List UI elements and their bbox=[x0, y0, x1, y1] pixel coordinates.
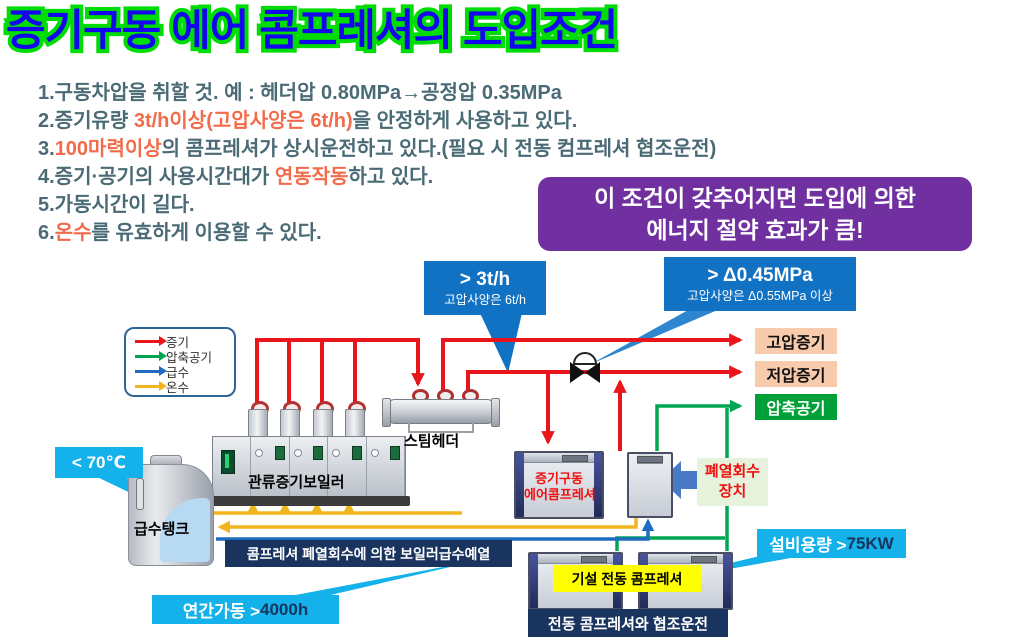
pressure-diff-callout: > Δ0.45MPa 고압사양은 Δ0.55MPa 이상 bbox=[664, 257, 856, 311]
steam-header-label: 스팀헤더 bbox=[404, 433, 460, 450]
condition-line: 4.증기·공기의 사용시간대가 연동작동하고 있다. bbox=[38, 163, 716, 191]
condition-highlight: 3t/h이상(고압사양은 6t/h) bbox=[133, 110, 353, 132]
boiler-control-cabinet bbox=[213, 437, 252, 498]
annual-operation-callout: 연간가동 > 4000h bbox=[152, 595, 339, 624]
condition-text: 을 안정하게 사용하고 있다. bbox=[352, 110, 578, 132]
heat-recovery-unit bbox=[627, 452, 673, 518]
condition-text: 하고 있다. bbox=[348, 166, 434, 188]
low-pressure-steam-label: 저압증기 bbox=[755, 361, 837, 387]
boiler-unit bbox=[251, 437, 290, 498]
tank-sight-glass bbox=[136, 478, 144, 510]
legend-row: 압축공기 bbox=[135, 349, 234, 365]
boiler-unit bbox=[290, 437, 329, 498]
page-title-text: 증기구동 에어 콤프레셔의 도입조건 bbox=[6, 7, 618, 55]
condition-line: 3.100마력이상의 콤프레셔가 상시운전하고 있다.(필요 시 전동 컴프레셔… bbox=[38, 135, 716, 163]
steam-compressor-label-2: 에어콤프레셔 bbox=[524, 487, 596, 502]
steam-pipes bbox=[255, 333, 743, 451]
condition-highlight: 온수 bbox=[54, 222, 92, 244]
legend-label: 온수 bbox=[166, 381, 190, 395]
condition-text: 1.구동차압을 취할 것. 예 : 헤더압 0.80MPa→공정압 0.35MP… bbox=[38, 82, 562, 104]
conditions-list: 1.구동차압을 취할 것. 예 : 헤더압 0.80MPa→공정압 0.35MP… bbox=[38, 79, 716, 247]
legend-row: 온수 bbox=[135, 379, 234, 395]
legend-label: 급수 bbox=[166, 366, 190, 380]
steam-header bbox=[382, 398, 500, 427]
steam-flow-value: > 3t/h bbox=[459, 269, 511, 290]
benefit-line-2: 에너지 절약 효과가 큼! bbox=[646, 217, 864, 243]
condition-text: 4.증기·공기의 사용시간대가 bbox=[38, 166, 275, 188]
heat-recovery-arrow bbox=[661, 461, 697, 499]
condition-text: 6. bbox=[38, 222, 55, 244]
feed-water-pipes bbox=[216, 518, 655, 541]
boiler-label: 관류증기보일러 bbox=[248, 474, 345, 491]
pressure-diff-note: 고압사양은 Δ0.55MPa 이상 bbox=[687, 289, 833, 303]
coop-operation-caption: 전동 콤프레셔와 협조운전 bbox=[528, 609, 728, 637]
condition-text: 를 유효하게 이용할 수 있다. bbox=[91, 222, 322, 244]
steam-compressor-label-1: 증기구동 bbox=[535, 471, 583, 486]
steam-flow-note: 고압사양은 6t/h bbox=[444, 293, 526, 307]
benefit-line-1: 이 조건이 갖추어지면 도입에 의한 bbox=[594, 185, 916, 211]
boiler-base bbox=[206, 496, 410, 506]
legend-label: 증기 bbox=[166, 336, 190, 350]
water-temp-callout: < 70℃ bbox=[55, 447, 143, 478]
pressure-diff-value: > Δ0.45MPa bbox=[707, 265, 813, 286]
legend-arrow-icon bbox=[135, 366, 167, 376]
boiler-unit bbox=[367, 437, 406, 498]
heat-recovery-label-2: 장치 bbox=[718, 483, 747, 500]
condition-highlight: 100마력이상 bbox=[54, 138, 162, 160]
heat-recovery-caption: 폐열회수 장치 bbox=[697, 458, 768, 506]
condition-line: 6.온수를 유효하게 이용할 수 있다. bbox=[38, 219, 716, 247]
legend-row: 급수 bbox=[135, 364, 234, 380]
boiler-unit bbox=[328, 437, 367, 498]
steam-header-bracket bbox=[408, 421, 474, 433]
legend-arrow-icon bbox=[135, 381, 167, 391]
condition-line: 2.증기유량 3t/h이상(고압사양은 6t/h)을 안정하게 사용하고 있다. bbox=[38, 107, 716, 135]
benefit-box: 이 조건이 갖추어지면 도입에 의한 에너지 절약 효과가 큼! bbox=[538, 177, 972, 251]
feed-water-tank-label: 급수탱크 bbox=[134, 521, 190, 538]
annual-operation-value: 4000h bbox=[260, 599, 309, 619]
capacity-prefix: 설비용량 > bbox=[769, 536, 847, 555]
compressed-air-label: 압축공기 bbox=[755, 394, 837, 420]
steam-flow-callout: > 3t/h 고압사양은 6t/h bbox=[424, 261, 546, 315]
legend-row: 증기 bbox=[135, 334, 234, 350]
condition-text: 의 콤프레셔가 상시운전하고 있다.(필요 시 전동 컴프레셔 협조운전) bbox=[161, 138, 717, 160]
page-title-outline: 증기구동 에어 콤프레셔의 도입조건 bbox=[2, 3, 622, 59]
pressure-reducing-valve bbox=[570, 352, 600, 383]
preheat-caption: 콤프레셔 폐열회수에 의한 보일러급수예열 bbox=[225, 540, 512, 567]
legend-arrow-icon bbox=[135, 336, 167, 346]
electric-compressor-label: 기설 전동 콤프레셔 bbox=[553, 565, 701, 592]
capacity-callout: 설비용량 > 75KW bbox=[757, 529, 906, 558]
capacity-value: 75KW bbox=[846, 533, 894, 553]
high-pressure-steam-label: 고압증기 bbox=[755, 328, 837, 354]
annual-operation-prefix: 연간가동 > bbox=[182, 602, 260, 621]
boiler-display bbox=[221, 450, 235, 474]
condition-line: 1.구동차압을 취할 것. 예 : 헤더압 0.80MPa→공정압 0.35MP… bbox=[38, 79, 716, 107]
legend-label: 압축공기 bbox=[166, 351, 213, 365]
condition-highlight: 연동작동 bbox=[274, 166, 349, 188]
condition-text: 3. bbox=[38, 138, 55, 160]
heat-recovery-label-1: 폐열회수 bbox=[704, 463, 761, 480]
condition-line: 5.가동시간이 길다. bbox=[38, 191, 716, 219]
boiler bbox=[212, 436, 406, 499]
condition-text: 2.증기유량 bbox=[38, 110, 134, 132]
legend-arrow-icon bbox=[135, 351, 167, 361]
steam-driven-compressor: 증기구동 에어콤프레셔 bbox=[514, 451, 604, 519]
condition-text: 5.가동시간이 길다. bbox=[38, 194, 195, 216]
